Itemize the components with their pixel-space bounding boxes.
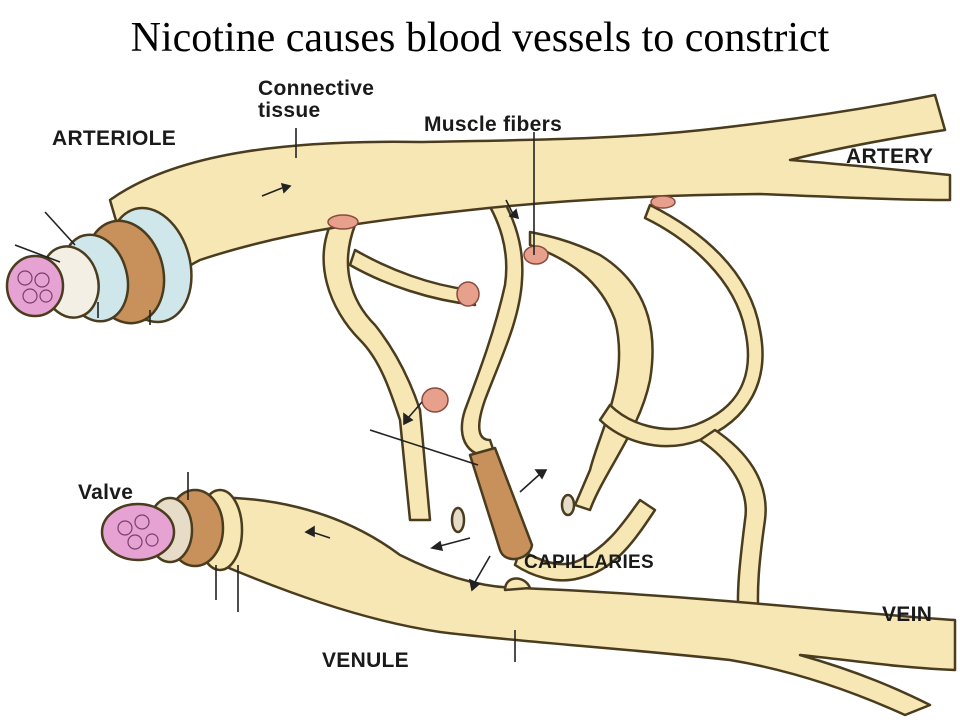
label-arteriole: ARTERIOLE bbox=[52, 127, 177, 150]
constricted-capillary bbox=[468, 446, 534, 561]
venule-bump bbox=[503, 577, 532, 592]
venule-cross-section bbox=[100, 488, 244, 572]
arteriole-cross-section bbox=[5, 206, 193, 325]
page-title: Nicotine causes blood vessels to constri… bbox=[130, 15, 830, 61]
label-venule: VENULE bbox=[322, 649, 409, 672]
label-artery: ARTERY bbox=[846, 145, 934, 168]
capillary-center bbox=[460, 183, 524, 458]
capillary-right-loop bbox=[598, 203, 764, 448]
precapillary-sphincters bbox=[327, 195, 676, 413]
capillary-left-loop bbox=[322, 213, 432, 522]
arteriole-vessel bbox=[108, 93, 952, 322]
venule-vessel bbox=[168, 496, 957, 717]
label-connective-tissue: Connective tissue bbox=[258, 78, 374, 122]
label-muscle-fibers: Muscle fibers bbox=[424, 113, 563, 136]
capillary-hook bbox=[513, 498, 657, 582]
label-vein: VEIN bbox=[882, 603, 933, 626]
label-valve: Valve bbox=[78, 481, 134, 504]
flow-arrows bbox=[261, 182, 548, 592]
capillary-right-net bbox=[528, 230, 654, 512]
capillary-cross-1 bbox=[348, 248, 477, 307]
label-capillaries: CAPILLARIES bbox=[524, 552, 654, 573]
capillary-open-ends bbox=[450, 493, 576, 534]
leader-lines bbox=[14, 128, 535, 662]
label-connective-line2: tissue bbox=[258, 99, 321, 122]
label-connective-line1: Connective bbox=[258, 77, 375, 100]
